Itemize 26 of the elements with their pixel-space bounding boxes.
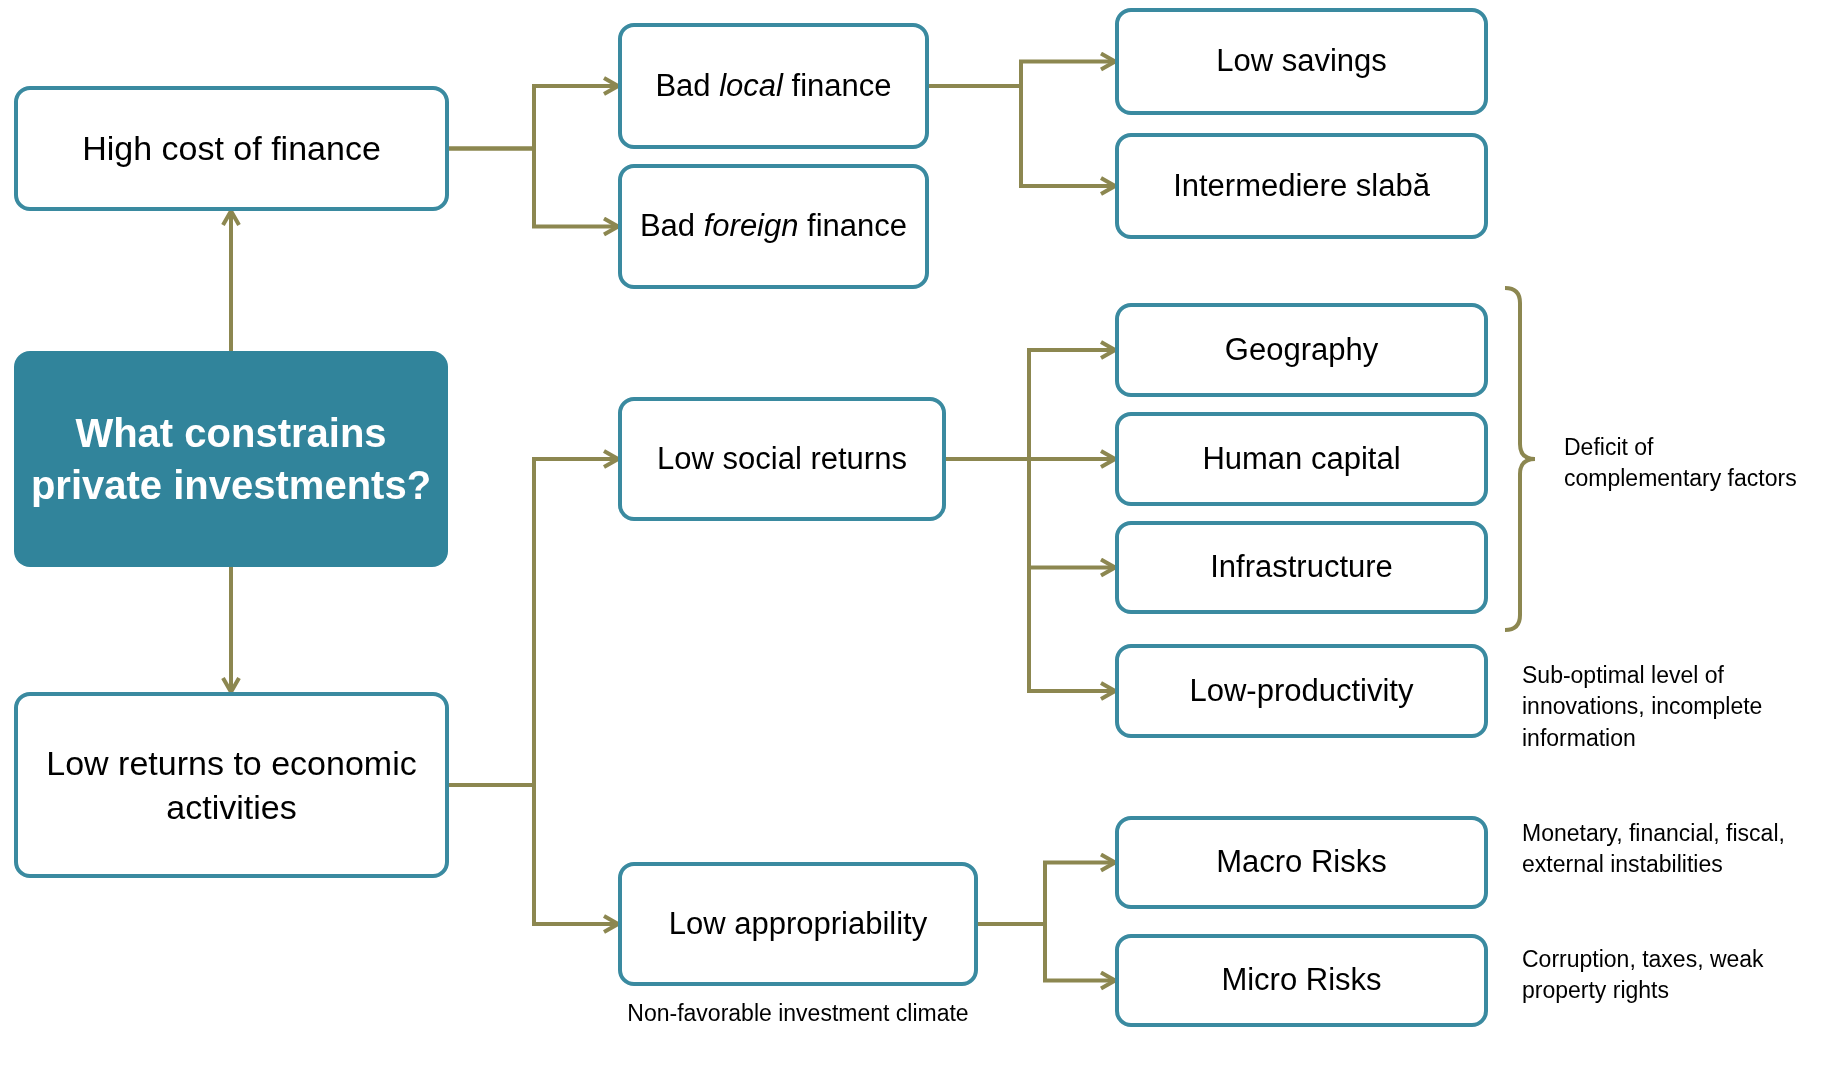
node-note: Corruption, taxes, weak property rights (1522, 945, 1765, 1006)
node-note: Monetary, financial, fiscal, external instabilities (1522, 819, 1786, 880)
factor-box: Bad foreign finance (618, 164, 929, 289)
factor-box: Geography (1115, 303, 1488, 397)
factor-box: Intermediere slabă (1115, 133, 1488, 239)
factor-box: Micro Risks (1115, 934, 1488, 1027)
connector-arrow (978, 922, 1117, 991)
connector-arrow (221, 209, 241, 351)
factor-box: Low savings (1115, 8, 1488, 115)
factor-box: Macro Risks (1115, 816, 1488, 909)
brace-label: Deficit of complementary factors (1564, 433, 1798, 494)
factor-box: Low-productivity (1115, 644, 1488, 738)
connector-arrow (221, 567, 241, 694)
factor-box: Bad local finance (618, 23, 929, 149)
node-note: Sub-optimal level of innovations, incomplete information (1522, 661, 1764, 753)
node-note: Non-favorable investment climate (626, 999, 970, 1028)
factor-box: Infrastructure (1115, 521, 1488, 614)
factor-box: Low social returns (618, 397, 946, 521)
factor-box: Low appropriability (618, 862, 978, 986)
connector-arrow (929, 84, 1117, 196)
connector-arrow (449, 146, 620, 237)
connector-arrow (449, 783, 620, 934)
factor-box: Human capital (1115, 412, 1488, 506)
factor-box: Low returns to economic activities (14, 692, 449, 878)
question-box: What constrains private investments? (14, 351, 448, 567)
factor-box: High cost of finance (14, 86, 449, 211)
